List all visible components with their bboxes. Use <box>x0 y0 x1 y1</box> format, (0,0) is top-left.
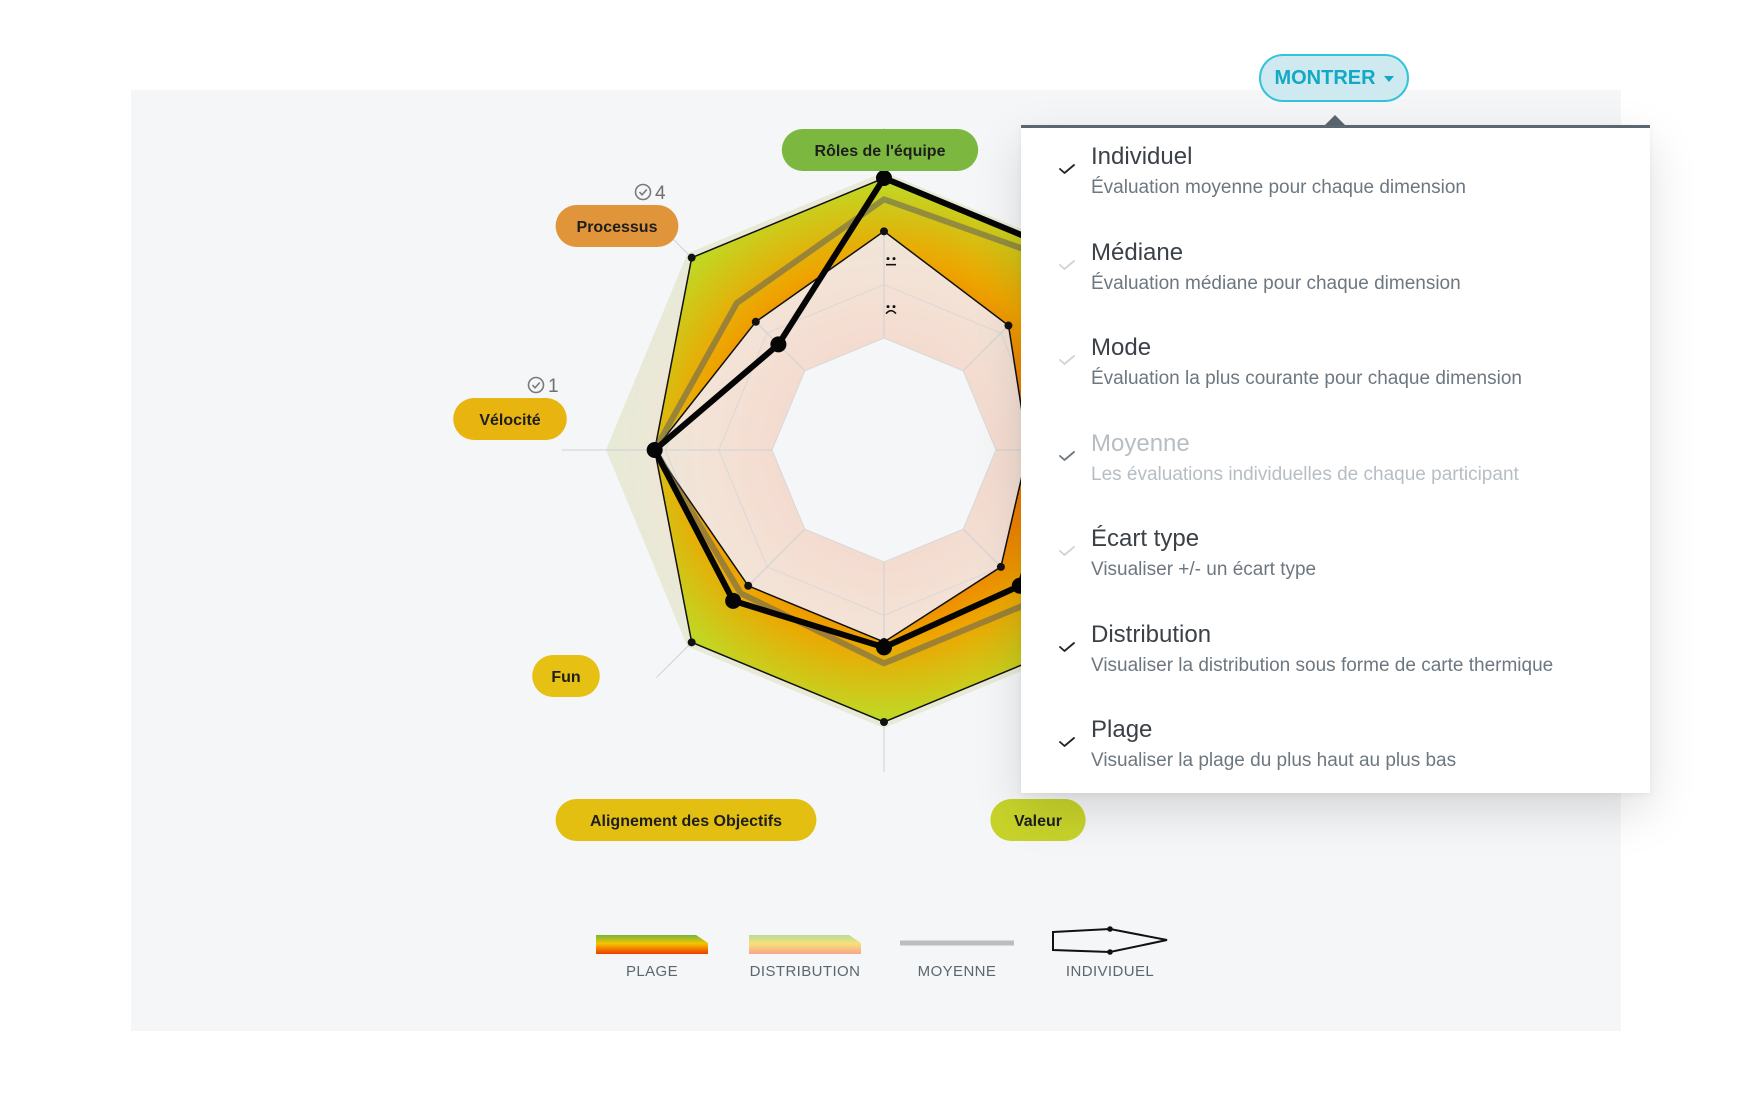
dimension-pill <box>555 799 817 841</box>
legend-item-distribution: DISTRIBUTION <box>749 935 861 980</box>
dimension-label-text: Rôles de l'équipe <box>815 143 946 160</box>
dimension-count: 1 <box>548 376 559 397</box>
sad-face-icon <box>885 305 897 315</box>
legend-label: INDIVIDUEL <box>1066 963 1154 980</box>
legend-label: PLAGE <box>626 963 678 980</box>
legend-item-plage: PLAGE <box>596 935 708 980</box>
menu-item-title: Médiane <box>1091 238 1184 266</box>
check-icon <box>1059 641 1075 652</box>
range-min-point <box>880 227 888 236</box>
menu-item-title: Écart type <box>1091 525 1200 552</box>
grid-ring <box>771 337 997 563</box>
dimension-label-text: Valeur <box>1014 813 1062 830</box>
check-icon <box>1059 164 1075 174</box>
menu-item-subtitle: Visualiser +/- un écart type <box>1091 559 1317 580</box>
menu-item-subtitle: Les évaluations individuelles de chaque … <box>1091 463 1519 485</box>
dimension-pill <box>990 799 1086 841</box>
menu-item-subtitle: Évaluation moyenne pour chaque dimension <box>1091 177 1466 198</box>
dimension-label-7: Processus 4 <box>555 183 679 247</box>
dimension-pill <box>555 205 679 247</box>
dimension-label-6: Vélocité 1 <box>453 376 567 440</box>
individual-point <box>725 592 742 609</box>
dimension-pill <box>453 398 567 440</box>
check-icon <box>1059 546 1075 556</box>
legend-item-individuel: INDIVIDUEL <box>1052 926 1168 980</box>
legend-label: MOYENNE <box>918 963 997 980</box>
individual-point <box>876 170 892 186</box>
dimension-label-3: Valeur <box>990 799 1086 841</box>
menu-item-subtitle: Visualiser la distribution sous forme de… <box>1091 654 1554 676</box>
menu-item-title: Individuel <box>1091 143 1193 170</box>
dimension-label-text: Alignement des Objectifs <box>590 813 782 830</box>
menu-item-subtitle: Évaluation la plus courante pour chaque … <box>1091 368 1522 389</box>
dimension-label-0: Rôles de l'équipe <box>781 129 979 171</box>
menu-item-title: Distribution <box>1091 620 1212 648</box>
caret-down-icon <box>1383 76 1394 82</box>
check-circle-icon <box>527 376 545 394</box>
check-icon <box>1059 737 1075 747</box>
range-max-point <box>687 638 696 647</box>
check-circle-icon <box>634 183 652 201</box>
menu-item-subtitle: Évaluation médiane pour chaque dimension <box>1091 272 1461 294</box>
legend-swatch-range <box>596 935 708 954</box>
check-icon <box>1059 259 1075 270</box>
legend-item-moyenne: MOYENNE <box>900 940 1014 980</box>
show-button[interactable]: MONTRER <box>1259 54 1409 102</box>
dimension-label-text: Vélocité <box>479 412 540 429</box>
check-icon <box>1059 355 1075 365</box>
range-min-point <box>744 581 753 590</box>
menu-item-subtitle: Visualiser la plage du plus haut au plus… <box>1091 750 1457 771</box>
range-min-point <box>996 562 1005 571</box>
dimension-pill <box>781 129 979 171</box>
check-icon <box>1059 450 1075 461</box>
dimension-label-text: Processus <box>577 219 658 236</box>
menu-item-title: Mode <box>1091 334 1152 361</box>
dimension-label-4: Alignement des Objectifs <box>555 799 817 841</box>
dimension-count: 4 <box>655 183 666 204</box>
menu-item-title: Plage <box>1091 716 1153 743</box>
menu-pointer <box>1324 115 1346 126</box>
individual-point <box>876 639 892 656</box>
range-min-point <box>751 317 760 326</box>
show-button-label: MONTRER <box>1274 66 1376 89</box>
legend-swatch-point <box>1107 949 1113 955</box>
legend-swatch-distribution <box>749 935 861 954</box>
individual-point <box>646 442 663 458</box>
dimension-pill <box>532 655 600 697</box>
menu-item-title: Moyenne <box>1091 429 1190 457</box>
neutral-face-icon <box>886 257 896 266</box>
legend-label: DISTRIBUTION <box>750 963 861 980</box>
legend-swatch-point <box>1107 926 1113 932</box>
range-max-point <box>880 718 888 726</box>
legend-swatch-individual <box>1052 927 1168 954</box>
dimension-label-text: Fun <box>551 669 580 686</box>
range-min-point <box>1004 321 1013 330</box>
individual-point <box>770 336 787 353</box>
dimension-label-5: Fun <box>532 655 600 697</box>
range-max-point <box>687 253 696 262</box>
legend: PLAGE DISTRIBUTION MOYENNE INDIVIDUEL <box>596 926 1168 980</box>
